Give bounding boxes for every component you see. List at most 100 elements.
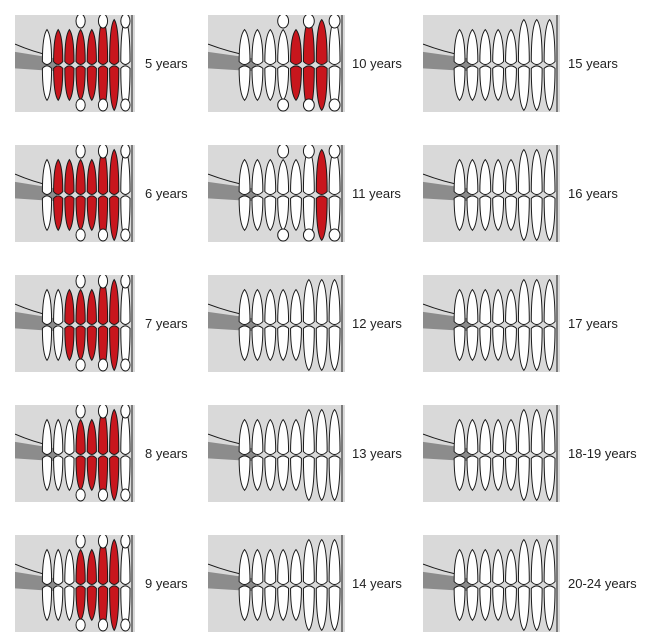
dentition-panel <box>423 405 560 502</box>
developing-tooth-bud <box>302 228 315 242</box>
permanent-tooth-upper <box>251 288 264 325</box>
permanent-tooth-upper <box>479 288 492 325</box>
developing-tooth-bud <box>302 145 315 159</box>
permanent-tooth-lower <box>277 325 290 362</box>
permanent-tooth-upper <box>277 28 290 65</box>
primary-tooth-upper <box>97 148 109 195</box>
permanent-tooth-upper <box>328 278 341 325</box>
permanent-tooth-lower <box>264 585 277 622</box>
primary-tooth-upper <box>75 288 86 325</box>
permanent-tooth-lower <box>453 195 466 232</box>
developing-tooth-bud <box>120 535 131 549</box>
permanent-tooth-lower <box>505 325 517 362</box>
permanent-tooth-lower <box>466 585 479 622</box>
primary-tooth-lower <box>315 195 328 242</box>
permanent-tooth-upper <box>543 538 556 585</box>
developing-tooth-bud <box>97 535 109 549</box>
developing-tooth-bud <box>75 15 86 29</box>
permanent-tooth-upper <box>453 418 466 455</box>
permanent-tooth-upper <box>328 18 341 65</box>
permanent-tooth-upper <box>505 158 517 195</box>
developing-tooth-bud <box>120 618 131 632</box>
permanent-tooth-upper <box>290 288 302 325</box>
age-label: 10 years <box>352 55 402 71</box>
permanent-tooth-upper <box>41 548 53 585</box>
permanent-tooth-upper <box>41 288 53 325</box>
permanent-tooth-lower <box>492 585 505 622</box>
age-label: 14 years <box>352 575 402 591</box>
permanent-tooth-upper <box>543 148 556 195</box>
permanent-tooth-lower <box>492 325 505 362</box>
permanent-tooth-lower <box>277 195 290 232</box>
permanent-tooth-lower <box>517 585 530 632</box>
primary-tooth-upper <box>109 278 120 325</box>
permanent-tooth-upper <box>530 538 543 585</box>
permanent-tooth-lower <box>277 585 290 622</box>
dentition-panel <box>15 15 135 112</box>
permanent-tooth-lower <box>453 325 466 362</box>
permanent-tooth-lower <box>41 325 53 362</box>
permanent-tooth-upper <box>238 548 251 585</box>
permanent-tooth-lower <box>492 195 505 232</box>
permanent-tooth-upper <box>530 408 543 455</box>
permanent-tooth-lower <box>264 455 277 492</box>
primary-tooth-lower <box>86 455 97 492</box>
age-label: 16 years <box>568 185 618 201</box>
permanent-tooth-lower <box>543 325 556 372</box>
permanent-tooth-upper <box>315 278 328 325</box>
developing-tooth-bud <box>97 275 109 289</box>
permanent-tooth-lower <box>53 325 64 362</box>
primary-tooth-upper <box>86 418 97 455</box>
permanent-tooth-upper <box>53 548 64 585</box>
permanent-tooth-upper <box>328 538 341 585</box>
permanent-tooth-lower <box>264 65 277 102</box>
developing-tooth-bud <box>302 98 315 112</box>
primary-tooth-upper <box>86 158 97 195</box>
permanent-tooth-lower <box>302 585 315 632</box>
permanent-tooth-upper <box>466 158 479 195</box>
permanent-tooth-upper <box>492 418 505 455</box>
developing-tooth-bud <box>328 228 341 242</box>
permanent-tooth-lower <box>64 455 75 492</box>
dentition-panel <box>208 535 345 632</box>
developing-tooth-bud <box>328 145 341 159</box>
permanent-tooth-upper <box>41 418 53 455</box>
permanent-tooth-lower <box>315 325 328 372</box>
primary-tooth-upper <box>75 418 86 455</box>
developing-tooth-bud <box>75 98 86 112</box>
permanent-tooth-upper <box>530 18 543 65</box>
permanent-tooth-lower <box>466 455 479 492</box>
developing-tooth-bud <box>277 228 290 242</box>
permanent-tooth-lower <box>238 455 251 492</box>
dentition-panel <box>208 405 345 502</box>
permanent-tooth-upper <box>64 418 75 455</box>
permanent-tooth-lower <box>505 195 517 232</box>
primary-tooth-upper <box>97 18 109 65</box>
primary-tooth-upper <box>315 18 328 65</box>
permanent-tooth-lower <box>479 585 492 622</box>
permanent-tooth-lower <box>290 325 302 362</box>
permanent-tooth-upper <box>277 158 290 195</box>
primary-tooth-lower <box>75 585 86 622</box>
primary-tooth-upper <box>86 548 97 585</box>
age-label: 15 years <box>568 55 618 71</box>
primary-tooth-lower <box>75 65 86 102</box>
primary-tooth-lower <box>64 325 75 362</box>
permanent-tooth-upper <box>453 28 466 65</box>
permanent-tooth-upper <box>543 408 556 455</box>
developing-tooth-bud <box>120 15 131 29</box>
primary-tooth-lower <box>315 65 328 112</box>
permanent-tooth-upper <box>466 418 479 455</box>
primary-tooth-upper <box>53 28 64 65</box>
permanent-tooth-lower <box>238 585 251 622</box>
permanent-tooth-lower <box>453 455 466 492</box>
permanent-tooth-upper <box>466 548 479 585</box>
primary-tooth-upper <box>53 158 64 195</box>
permanent-tooth-upper <box>492 28 505 65</box>
primary-tooth-lower <box>109 455 120 502</box>
permanent-tooth-upper <box>505 288 517 325</box>
permanent-tooth-upper <box>517 148 530 195</box>
permanent-tooth-upper <box>251 418 264 455</box>
permanent-tooth-upper <box>264 28 277 65</box>
permanent-tooth-lower <box>238 325 251 362</box>
